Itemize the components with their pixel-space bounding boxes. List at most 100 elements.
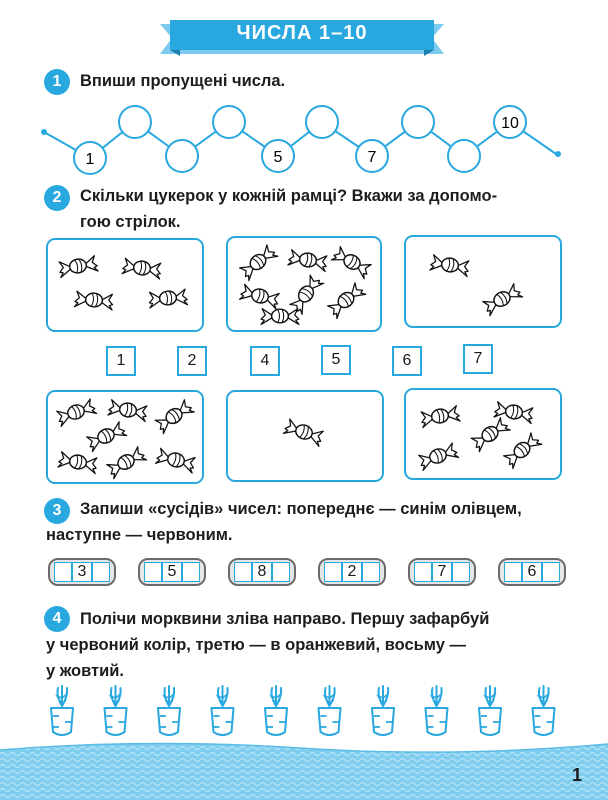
carrot-icon[interactable] bbox=[210, 685, 235, 736]
chain-circle[interactable] bbox=[118, 105, 152, 139]
task-text: у червоний колір, третю — в оранжевий, в… bbox=[46, 636, 467, 654]
given-number: 5 bbox=[162, 562, 182, 582]
previous-number-box[interactable] bbox=[54, 562, 72, 582]
candy-icon bbox=[148, 288, 189, 309]
chain-number: 7 bbox=[368, 149, 377, 166]
candy-frame bbox=[404, 388, 562, 480]
given-number: 3 bbox=[72, 562, 92, 582]
candy-icon bbox=[493, 401, 534, 425]
candy-icon bbox=[56, 398, 98, 427]
candy-icon bbox=[154, 399, 195, 435]
chain-circle[interactable] bbox=[73, 141, 107, 175]
carrot-icon[interactable] bbox=[50, 685, 74, 736]
candy-icon bbox=[106, 446, 148, 480]
task-text: у жовтий. bbox=[46, 662, 125, 680]
neighbor-numbers-pill: 5 bbox=[138, 558, 206, 586]
candy-icon bbox=[282, 418, 324, 447]
candy-icon bbox=[482, 283, 524, 317]
page-title: ЧИСЛА 1–10 bbox=[236, 22, 368, 44]
candy-icon bbox=[470, 417, 511, 453]
candy-frame bbox=[46, 238, 204, 332]
chain-circle[interactable] bbox=[212, 105, 246, 139]
candy-icon bbox=[326, 282, 367, 320]
answer-box[interactable]: 2 bbox=[177, 346, 207, 376]
candy-icon bbox=[418, 442, 460, 471]
candy-icon bbox=[73, 290, 114, 311]
chain-number: 10 bbox=[501, 115, 519, 132]
neighbor-numbers-pill: 8 bbox=[228, 558, 296, 586]
chain-number: 1 bbox=[86, 151, 95, 168]
candy-frame bbox=[226, 390, 384, 482]
neighbor-numbers-pill: 2 bbox=[318, 558, 386, 586]
carrot-icon[interactable] bbox=[103, 685, 128, 736]
next-number-box[interactable] bbox=[362, 562, 380, 582]
task-text: Впиши пропущені числа. bbox=[80, 72, 286, 90]
candy-icon bbox=[238, 244, 279, 282]
task-text: Запиши «сусідів» чисел: попереднє — сині… bbox=[80, 500, 522, 518]
answer-box[interactable]: 4 bbox=[250, 346, 280, 376]
previous-number-box[interactable] bbox=[324, 562, 342, 582]
candy-icon bbox=[121, 257, 162, 280]
chain-circle[interactable] bbox=[447, 139, 481, 173]
candy-icon bbox=[58, 255, 99, 279]
previous-number-box[interactable] bbox=[234, 562, 252, 582]
task-number-badge: 1 bbox=[44, 69, 70, 95]
candy-icon bbox=[238, 283, 280, 310]
given-number: 2 bbox=[342, 562, 362, 582]
given-number: 6 bbox=[522, 562, 542, 582]
given-number: 8 bbox=[252, 562, 272, 582]
task-number-badge: 3 bbox=[44, 498, 70, 524]
chain-number: 5 bbox=[274, 149, 283, 166]
candy-frame bbox=[46, 390, 204, 484]
task-number-badge: 4 bbox=[44, 606, 70, 632]
carrot-row bbox=[50, 685, 556, 736]
task-text: Скільки цукерок у кожній рамці? Вкажи за… bbox=[80, 187, 498, 205]
answer-box[interactable]: 1 bbox=[106, 346, 136, 376]
chain-circle[interactable] bbox=[165, 139, 199, 173]
chain-circle[interactable] bbox=[355, 139, 389, 173]
title-ribbon bbox=[160, 20, 444, 56]
previous-number-box[interactable] bbox=[144, 562, 162, 582]
carrot-icon[interactable] bbox=[371, 685, 395, 736]
next-number-box[interactable] bbox=[92, 562, 110, 582]
task-text: наступне — червоним. bbox=[46, 526, 233, 544]
carrot-icon[interactable] bbox=[157, 685, 181, 736]
chain-circle[interactable] bbox=[261, 139, 295, 173]
candy-frame bbox=[404, 235, 562, 328]
candy-icon bbox=[289, 274, 325, 315]
candy-frame bbox=[226, 236, 382, 332]
neighbor-numbers-pill: 6 bbox=[498, 558, 566, 586]
neighbor-numbers-pill: 3 bbox=[48, 558, 116, 586]
candy-icon bbox=[287, 249, 328, 273]
carrot-icon[interactable] bbox=[264, 685, 288, 736]
answer-box[interactable]: 6 bbox=[392, 346, 422, 376]
carrot-icon[interactable] bbox=[317, 685, 342, 736]
previous-number-box[interactable] bbox=[504, 562, 522, 582]
candy-icon bbox=[502, 432, 543, 470]
chain-circle[interactable] bbox=[401, 105, 435, 139]
candy-icon bbox=[260, 308, 300, 326]
candy-icon bbox=[420, 405, 461, 429]
given-number: 7 bbox=[432, 562, 452, 582]
task-number-badge: 2 bbox=[44, 185, 70, 211]
candy-icon bbox=[57, 451, 98, 475]
answer-box[interactable]: 5 bbox=[321, 345, 351, 375]
number-chain: 1 5 7 10 bbox=[41, 105, 561, 175]
previous-number-box[interactable] bbox=[414, 562, 432, 582]
next-number-box[interactable] bbox=[452, 562, 470, 582]
chain-circle[interactable] bbox=[305, 105, 339, 139]
next-number-box[interactable] bbox=[272, 562, 290, 582]
candy-icon bbox=[429, 254, 470, 278]
candy-icon bbox=[86, 421, 128, 453]
answer-box[interactable]: 7 bbox=[463, 344, 493, 374]
carrot-icon[interactable] bbox=[531, 685, 556, 736]
water-wave-decoration bbox=[0, 742, 608, 800]
next-number-box[interactable] bbox=[542, 562, 560, 582]
next-number-box[interactable] bbox=[182, 562, 200, 582]
task-text: гою стрілок. bbox=[80, 213, 181, 231]
carrot-icon[interactable] bbox=[424, 685, 449, 736]
carrot-icon[interactable] bbox=[478, 685, 502, 736]
chain-circle[interactable] bbox=[493, 105, 527, 139]
candy-icon bbox=[107, 399, 148, 423]
page-number: 1 bbox=[571, 765, 582, 785]
